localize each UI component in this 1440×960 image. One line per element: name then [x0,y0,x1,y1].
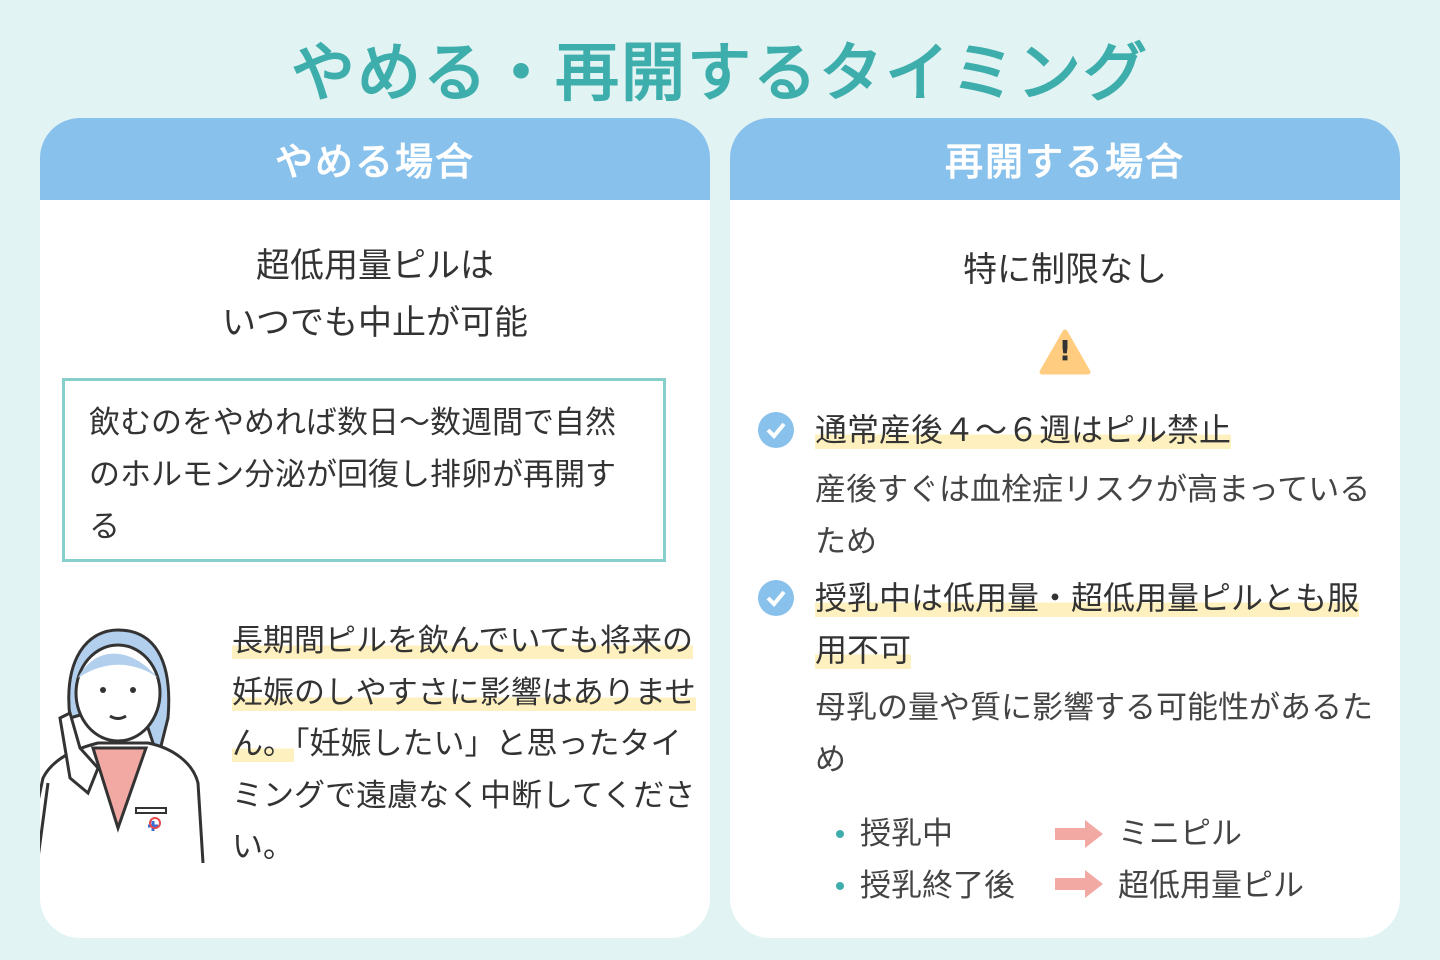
page-title: やめる・再開するタイミング [291,37,1149,111]
resume-lead: 特に制限なし [963,250,1167,290]
stop-paragraph-rest: 「妊娠したい」と思ったタイミングで遠慮なく中断してください。 [232,726,696,865]
resume-card: 再開する場合 特に制限なし ! 通常産後４〜６週はピル禁止 産後すぐは血栓症リス… [730,118,1400,938]
resume-item-title: 授乳中は低用量・超低用量ピルとも服用不可 [815,579,1360,669]
stop-lead: 超低用量ピルは いつでも中止が可能 [40,238,710,352]
resume-item-reason: 産後すぐは血栓症リスクが高まっているため [815,472,1371,560]
check-icon [758,580,794,616]
arrow-right-icon [1055,820,1103,848]
bullet-icon [836,830,844,838]
doctor-illustration [40,628,205,864]
mapping-to: ミニピル [1118,816,1242,852]
stop-paragraph: 長期間ピルを飲んでいても将来の妊娠のしやすさに影響はありません。「妊娠したい」と… [232,616,702,874]
stop-lead-line: いつでも中止が可能 [222,303,528,343]
stop-lead-line: 超低用量ピルは [256,246,494,286]
stop-note-box: 飲むのをやめれば数日〜数週間で自然のホルモン分泌が回復し排卵が再開する [62,378,666,562]
resume-card-header: 再開する場合 [730,118,1400,200]
mapping-from: 授乳終了後 [860,868,1015,904]
arrow-right-icon [1055,870,1103,898]
bullet-icon [836,882,844,890]
mapping-to: 超低用量ピル [1118,868,1304,904]
resume-item: 通常産後４〜６週はピル禁止 産後すぐは血栓症リスクが高まっているため [815,404,1375,568]
warning-icon: ! [1039,328,1091,376]
resume-item-title: 通常産後４〜６週はピル禁止 [815,411,1232,449]
mapping-from: 授乳中 [860,816,953,852]
resume-item-reason: 母乳の量や質に影響する可能性があるため [815,690,1373,778]
resume-item: 授乳中は低用量・超低用量ピルとも服用不可 母乳の量や質に影響する可能性があるため [815,572,1375,786]
warning-mark: ! [1058,334,1072,367]
stop-card-header: やめる場合 [40,118,710,200]
check-icon [758,412,794,448]
stop-card: やめる場合 超低用量ピルは いつでも中止が可能 飲むのをやめれば数日〜数週間で自… [40,118,710,938]
